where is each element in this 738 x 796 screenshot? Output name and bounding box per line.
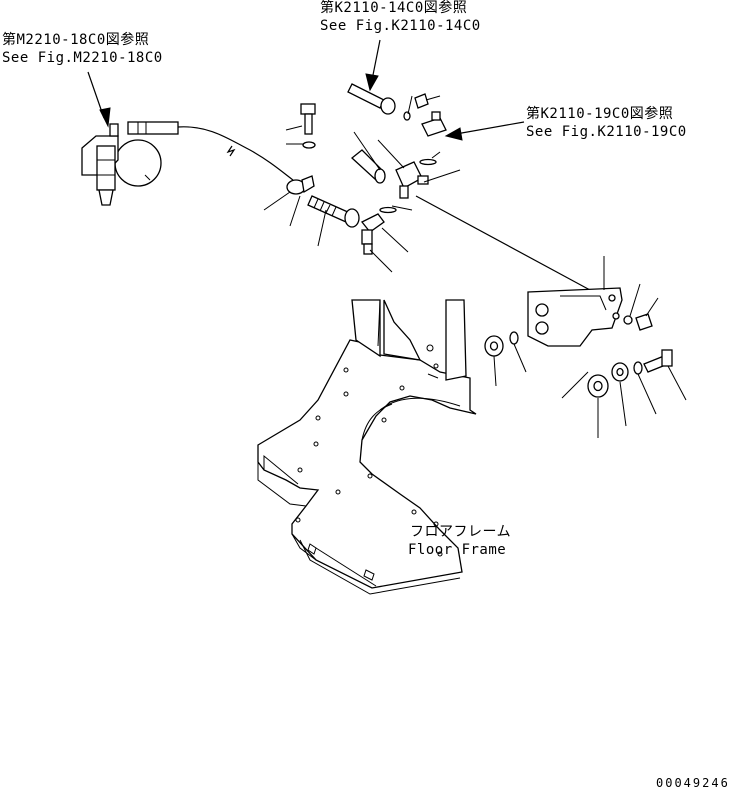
ref-label-m2210-en: See Fig.M2210-18C0 [2, 50, 163, 66]
ref-label-k2110-14-jp: 第K2110-14C0図参照 [320, 0, 468, 16]
drawing-number: 00049246 [656, 776, 730, 790]
leader-lines [263, 95, 687, 438]
ref-label-k2110-19-en: See Fig.K2110-19C0 [526, 124, 687, 140]
fuel-hose [127, 121, 294, 181]
filter-assembly [81, 123, 162, 206]
floor-frame-label-en: Floor Frame [408, 542, 507, 558]
ref-arrows [87, 39, 525, 141]
floor-frame-label-jp: フロアフレーム [410, 524, 512, 540]
ref-label-m2210-jp: 第M2210-18C0図参照 [2, 32, 150, 48]
ref-label-k2110-19-jp: 第K2110-19C0図参照 [526, 106, 674, 122]
tee-fitting [421, 111, 447, 137]
small-hose [351, 149, 437, 199]
connector-bolt [347, 83, 429, 121]
ref-label-k2110-14-en: See Fig.K2110-14C0 [320, 18, 481, 34]
connection-line [415, 195, 591, 291]
elbow-fitting [360, 206, 397, 255]
hose-sleeve [307, 195, 360, 228]
bolt [300, 103, 316, 149]
floor-frame [257, 299, 477, 595]
hose-clamp [286, 175, 315, 195]
bracket [527, 287, 623, 347]
